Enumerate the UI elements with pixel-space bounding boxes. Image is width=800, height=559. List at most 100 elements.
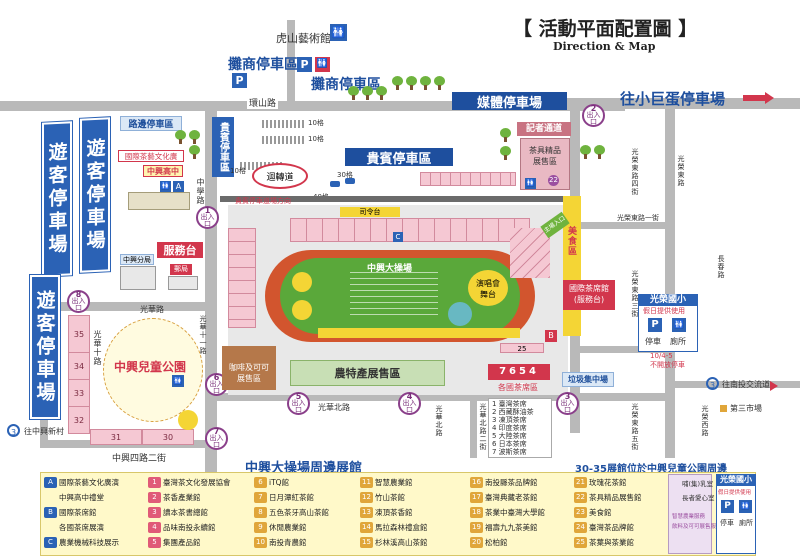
tree-icon: [348, 86, 359, 100]
legend-number: 25: [574, 537, 587, 548]
road-guanghua-w: [40, 302, 210, 311]
toilet-icon: 🚻: [672, 318, 686, 332]
legend-number: 19: [470, 522, 483, 533]
arrow-right-icon: [765, 92, 774, 104]
parking-30-35-label: 30-35展館位於中興兒童公園周邊: [575, 464, 727, 475]
booth-32: 32: [68, 406, 90, 434]
legend-nursing: 哺(集)乳室: [682, 480, 714, 488]
legend-text: 美食館: [589, 508, 612, 517]
legend-number: 21: [574, 477, 587, 488]
guangrong-e4-label: 光榮東路四街: [631, 148, 639, 196]
legend-text: 各國茶席展演: [59, 523, 104, 532]
tea-hall: 國際茶席館 (服務台): [563, 280, 615, 310]
road-huanshan-label: 環山路: [247, 96, 279, 109]
legend-number: 6: [254, 477, 267, 488]
road-east-exit: [675, 381, 800, 388]
legend-number: 12: [360, 492, 373, 503]
marker-c-icon: C: [393, 232, 403, 242]
legend-school-name: 光榮國小: [716, 474, 756, 486]
vip-parking: 貴賓停車區: [345, 148, 453, 167]
zhongxing-high-box: 中興高中: [143, 165, 183, 177]
tea-list-item: 5 大陸茶席: [492, 432, 527, 440]
zhongxue-rd-label: 中學路: [196, 178, 205, 205]
guanghua11-label: 光華十一路: [199, 315, 207, 355]
pink-booth-stack: [510, 228, 550, 278]
legend-number: C: [44, 537, 57, 548]
guanghua-n-label: 光華北路: [318, 403, 350, 412]
legend-school-box: [716, 474, 756, 554]
guangrong-e5-label: 光榮東路五街: [631, 403, 639, 451]
tea-products-box: 茶具精品 展售區: [520, 138, 570, 190]
legend-text: 讀本茶書總館: [163, 508, 208, 517]
tree-icon: [500, 128, 511, 142]
toilet-icon: 🚻: [739, 500, 752, 513]
school-toilet-label: 廁所: [670, 337, 686, 346]
spaces-10a-label: 10格: [308, 119, 324, 127]
east-exit-circle[interactable]: 3: [706, 377, 719, 390]
tree-icon: [406, 76, 417, 90]
reporters-bar: 記者通道: [517, 122, 571, 136]
legend-text: 中興高中禮堂: [59, 493, 104, 502]
legend-school-note: 假日提供使用: [718, 490, 752, 496]
turnaround-oval: 迴轉道: [252, 163, 308, 189]
spaces-10b-label: 10格: [308, 135, 324, 143]
tea-list-item: 4 印度茶席: [492, 424, 527, 432]
tree-icon: [376, 86, 387, 100]
legend-number: 9: [254, 522, 267, 533]
guanghua-w-label: 光華路: [140, 305, 164, 314]
parking-stripes: [262, 120, 304, 128]
changchun-label: 長春路: [717, 255, 725, 279]
coffee-area: 咖啡及可可 展售區: [222, 346, 276, 390]
parking-icon: P: [721, 500, 734, 513]
school-note: 假日提供使用: [643, 307, 685, 315]
south-exit-circle[interactable]: 3: [7, 424, 20, 437]
third-market-label: 第三市場: [730, 404, 762, 413]
marker-yellow-2: [292, 300, 312, 320]
spaces-30-label: 30格: [337, 171, 353, 179]
post-branch-building: [120, 266, 156, 290]
legend-number: 3: [148, 507, 161, 518]
legend-number: 17: [470, 492, 483, 503]
marker-yellow-1: [292, 272, 312, 292]
vip-direction-label: 貴賓停車道場方向: [235, 197, 291, 205]
legend-number: 8: [254, 507, 267, 518]
legend-school-w: 廁所: [739, 519, 753, 527]
legend-number: 1: [148, 477, 161, 488]
legend-text: 茶香產業館: [163, 493, 201, 502]
legend-text: 杉林溪高山茶館: [375, 538, 428, 547]
parking-icon: P: [648, 318, 662, 332]
booth-31: 31: [90, 429, 142, 445]
tree-icon: [189, 145, 200, 159]
legend-text: iTQ館: [269, 478, 290, 487]
legend-text: 集團產品館: [163, 538, 201, 547]
tea-booths-label: 各國茶席區: [498, 383, 538, 392]
legend-number: 2: [148, 492, 161, 503]
marker-a-icon: A: [173, 181, 184, 192]
tea-booths-row: 7654 32: [488, 364, 550, 393]
guanghua-n2-label: 光華北路二街: [479, 403, 487, 451]
guangrong-e1-label: 光榮東路一街: [617, 214, 659, 222]
lower-booth-row: [318, 328, 520, 338]
tree-icon: [434, 76, 445, 90]
legend-text: 馬拉森林禮盒館: [375, 523, 428, 532]
market-marker: [720, 405, 727, 412]
road-huanshan: [0, 101, 625, 111]
tree-icon: [500, 146, 511, 160]
